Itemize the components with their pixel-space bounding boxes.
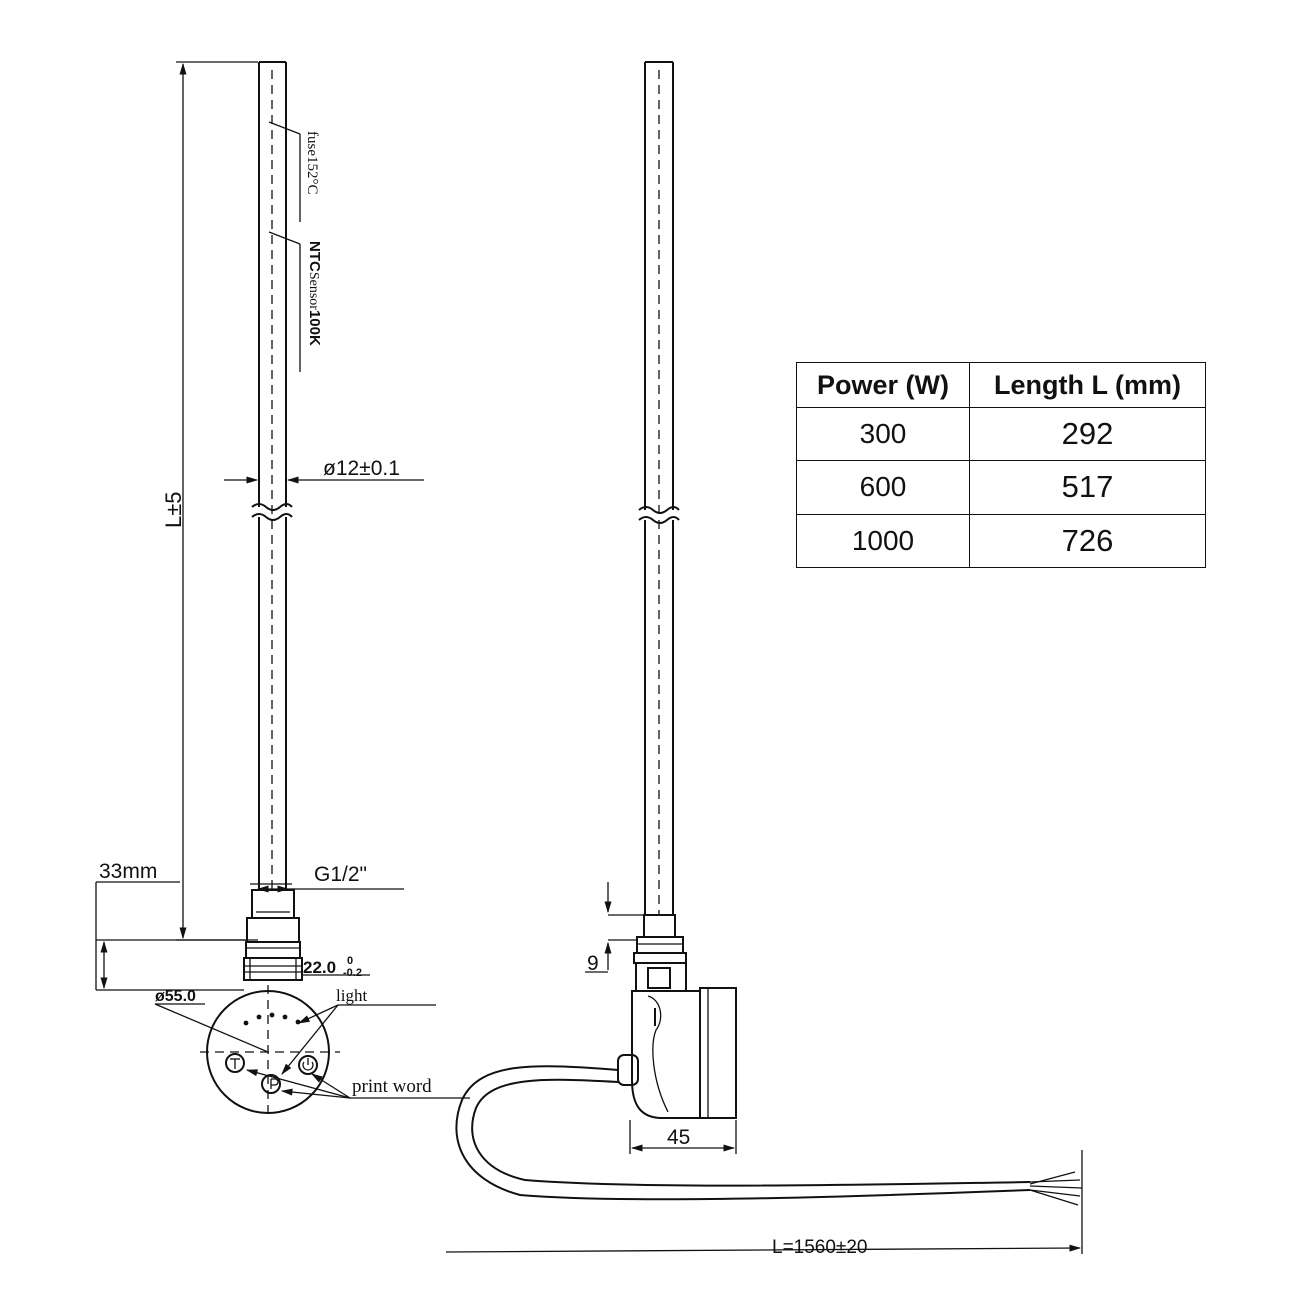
cell-length: 292 xyxy=(969,406,1206,462)
right-view: 9 45 L=1560±20 xyxy=(445,61,1083,1258)
thread-dimension: G1/2" xyxy=(250,863,404,893)
dim-9-label: 9 xyxy=(587,952,599,975)
dim-55-label: ø55.0 xyxy=(155,988,196,1005)
cell-power: 1000 xyxy=(796,513,970,569)
dim-22-label: 22.0 xyxy=(303,958,336,977)
power-length-table: Power (W) Length L (mm) 300 292 600 517 … xyxy=(796,362,1206,569)
cell-power: 600 xyxy=(796,460,970,515)
heating-rod-right xyxy=(638,61,680,915)
length-dimension: L±5 xyxy=(161,61,258,941)
dim-22-dimension: 22.0 0 -0.2 xyxy=(302,955,370,979)
table-row: 300 292 xyxy=(796,406,1206,462)
ntc-label: NTCSensor100K xyxy=(306,241,323,346)
dim-45-dimension: 45 xyxy=(629,1120,737,1154)
light-label: light xyxy=(336,986,367,1005)
control-head-front: ø55.0 xyxy=(154,985,340,1118)
cell-length: 726 xyxy=(969,513,1206,569)
table-header-row: Power (W) Length L (mm) xyxy=(796,362,1206,408)
table-row: 1000 726 xyxy=(796,513,1206,569)
print-word-leader: print word xyxy=(245,1069,470,1099)
table-row: 600 517 xyxy=(796,460,1206,515)
indicator-lights xyxy=(243,1012,301,1026)
header-power: Power (W) xyxy=(796,362,970,408)
fitting-left xyxy=(243,889,303,981)
fuse-leader: fuse152°C xyxy=(268,121,320,222)
control-head-side xyxy=(617,987,737,1119)
thread-label: G1/2" xyxy=(314,863,367,886)
cell-length: 517 xyxy=(969,460,1206,515)
dim-45-label: 45 xyxy=(667,1126,690,1149)
timer-button-icon xyxy=(225,1053,245,1073)
cable-length-dimension: L=1560±20 xyxy=(445,1150,1083,1258)
dim-9-dimension: 9 xyxy=(585,882,644,975)
diameter-dimension: ø12±0.1 xyxy=(224,457,424,484)
fuse-label: fuse152°C xyxy=(304,131,320,195)
dim-22-upper-tol: 0 xyxy=(347,955,353,967)
height-33-dimension: 33mm xyxy=(95,860,246,991)
print-word-label: print word xyxy=(352,1076,432,1097)
dim-22-lower-tol: -0.2 xyxy=(343,967,362,979)
header-length: Length L (mm) xyxy=(969,362,1206,408)
cell-power: 300 xyxy=(796,406,970,462)
fitting-right xyxy=(633,914,687,992)
power-button-icon xyxy=(298,1055,318,1075)
diameter-label: ø12±0.1 xyxy=(323,457,400,480)
mode-button-icon xyxy=(261,1074,281,1094)
height-33-label: 33mm xyxy=(99,860,157,883)
length-tolerance-label: L±5 xyxy=(161,491,186,528)
light-leader: light xyxy=(281,986,436,1075)
power-cable xyxy=(455,1065,1083,1206)
heating-rod-left xyxy=(251,61,293,890)
cable-length-label: L=1560±20 xyxy=(772,1237,868,1258)
left-view: fuse152°C NTCSensor100K L±5 ø12±0.1 xyxy=(95,61,470,1118)
ntc-sensor-leader: NTCSensor100K xyxy=(268,231,323,372)
